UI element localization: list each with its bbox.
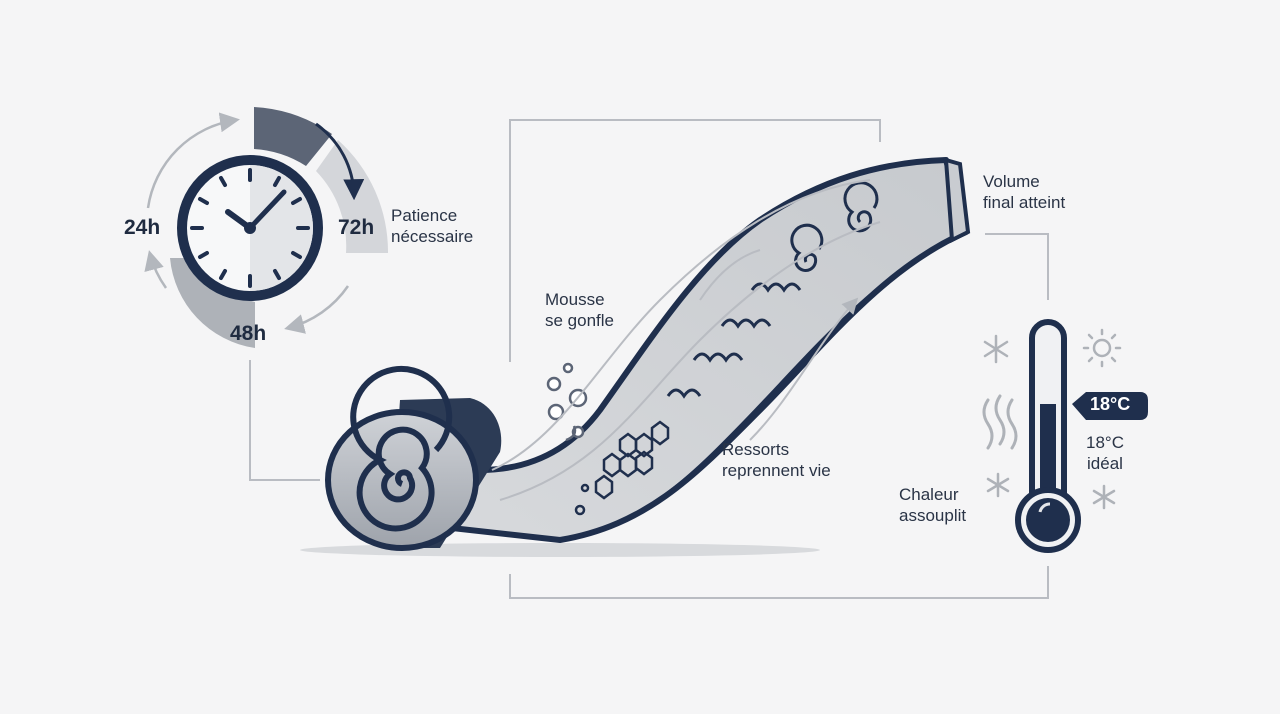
patience-caption: Patience nécessaire [391, 205, 473, 247]
spring-icon [720, 318, 772, 329]
springs-caption: Ressorts reprennent vie [722, 439, 831, 481]
thermometer-group [982, 319, 1148, 553]
snowflake-icon [1092, 484, 1116, 510]
foam-cells-icon [594, 420, 670, 500]
connector-lines [249, 119, 1049, 599]
heat-waves-icon [982, 394, 1018, 450]
cycle-arrow-left [144, 250, 168, 289]
inflate-caption: Mousse se gonfle [545, 289, 614, 331]
swirl-icons [790, 181, 879, 272]
cycle-arrow-navy [315, 122, 365, 201]
mattress-end-face [943, 157, 971, 244]
inflate-line-1: Mousse [545, 290, 605, 309]
ideal-caption: 18°C idéal [1082, 432, 1128, 474]
thermometer-icon [1015, 319, 1081, 553]
swirl-icon [790, 223, 824, 272]
springs-line-1: Ressorts [722, 440, 790, 459]
clock-icon [177, 155, 323, 301]
mattress-roll [325, 366, 502, 551]
clock-minute-hand [247, 189, 287, 231]
cycle-arrow-top-left [146, 112, 240, 209]
warmth-line-2: assouplit [899, 506, 967, 525]
motion-lines [491, 179, 881, 501]
cycle-arrow-bottom-right [284, 285, 350, 334]
connector-volume-to-thermo [985, 233, 1049, 300]
warmth-line-1: Chaleur [899, 485, 959, 504]
ideal-line-1: 18°C [1086, 433, 1124, 452]
connector-clock-to-roll [249, 360, 320, 481]
temperature-badge-text: 18°C [1090, 394, 1131, 414]
roll-spiral [350, 366, 453, 532]
patience-line-1: Patience [391, 206, 458, 225]
patience-line-2: nécessaire [391, 227, 474, 246]
warmth-caption: Chaleur assouplit [899, 484, 966, 526]
volume-line-1: Volume [983, 172, 1040, 191]
mattress-band-edge [559, 238, 953, 542]
mattress-unrolling [300, 157, 971, 557]
volume-line-2: final atteint [983, 193, 1066, 212]
springs-line-2: reprennent vie [722, 461, 831, 480]
cycle-arc-bottom [170, 258, 255, 348]
volume-caption: Volume final atteint [983, 171, 1065, 213]
connector-top-frame [509, 119, 881, 362]
ideal-line-2: idéal [1087, 454, 1123, 473]
spring-icon [666, 388, 702, 399]
spring-icon [750, 282, 802, 293]
cycle-arc-dark [254, 107, 332, 166]
snowflake-icon [983, 334, 1009, 364]
sun-icon [1082, 328, 1122, 368]
swirl-icon [843, 181, 879, 233]
temperature-badge [1072, 392, 1148, 420]
label-48h: 48h [230, 322, 267, 345]
clock-cycle [144, 107, 389, 348]
spring-icon [692, 352, 744, 363]
connector-bottom-frame [509, 566, 1049, 599]
spring-icons [666, 282, 802, 399]
label-72h: 72h [338, 216, 375, 239]
small-dots [574, 483, 590, 516]
snowflake-icon [986, 472, 1010, 498]
inflate-line-2: se gonfle [545, 311, 614, 330]
mattress-band [377, 157, 969, 543]
label-24h: 24h [124, 216, 161, 239]
